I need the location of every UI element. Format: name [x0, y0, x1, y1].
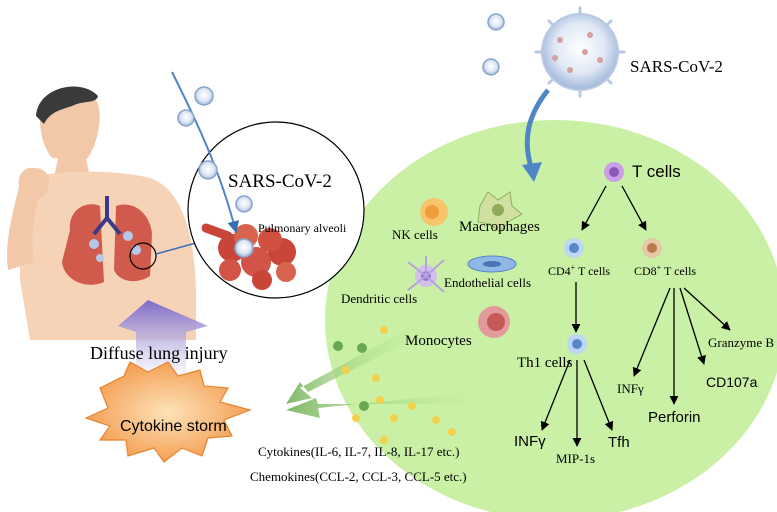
cd4-cell-icon	[564, 238, 584, 258]
th1-output-infg: INFγ	[514, 433, 546, 450]
cd8-output-granzyme: Granzyme B	[708, 335, 775, 350]
th1-cells-label: Th1 cells	[517, 355, 573, 371]
cd8-output-perforin: Perforin	[648, 409, 701, 426]
virus-label: SARS-CoV-2	[630, 57, 723, 76]
cd8-label: CD8+ T cells	[634, 263, 697, 278]
nk-cells-label: NK cells	[392, 227, 438, 242]
macrophages-label: Macrophages	[459, 219, 540, 235]
nk-cell-icon	[420, 198, 448, 226]
cd8-text: CD8	[634, 264, 657, 278]
th1-cell-icon	[567, 334, 587, 354]
chemokines-label: Chemokines(CCL-2, CCL-3, CCL-5 etc.)	[250, 469, 467, 484]
cd4-tail: T cells	[575, 264, 611, 278]
lungs-icon	[62, 196, 157, 285]
monocyte-icon	[478, 306, 510, 338]
dendritic-cell-icon	[407, 256, 445, 293]
t-cells-label: T cells	[632, 162, 681, 181]
alveoli-icon	[201, 223, 296, 290]
monocytes-label: Monocytes	[405, 333, 472, 349]
cd4-sup: +	[570, 263, 576, 272]
th1-output-tfh: Tfh	[608, 434, 630, 451]
cd8-output-cd107a: CD107a	[706, 374, 758, 390]
t-cell-arrows	[540, 185, 731, 447]
alveoli-virus-label: SARS-CoV-2	[228, 171, 332, 192]
large-virus-icon	[534, 6, 626, 98]
cd8-output-infg: INFγ	[617, 381, 644, 396]
virus-entry-arrow	[524, 88, 550, 171]
inhalation-arrow	[171, 71, 240, 234]
alveoli-zoom-circle	[187, 121, 365, 299]
human-figure	[7, 86, 196, 340]
endothelial-cell-icon	[467, 255, 517, 273]
cd4-label: CD4+ T cells	[548, 263, 611, 278]
t-cell-icon	[604, 162, 624, 182]
virus-particle-icon	[177, 86, 253, 213]
small-virus-icon	[482, 13, 505, 76]
cytokines-label: Cytokines(IL-6, IL-7, IL-8, IL-17 etc.)	[258, 444, 460, 459]
cd8-sup: +	[656, 263, 662, 272]
cd8-tail: T cells	[661, 264, 697, 278]
lung-injury-arrow	[118, 300, 208, 382]
green-arrow-lower	[286, 392, 480, 418]
cytokine-storm-burst	[84, 361, 252, 463]
cytokine-particles	[333, 326, 456, 444]
lung-injury-label: Diffuse lung injury	[90, 343, 228, 363]
cd4-text: CD4	[548, 264, 571, 278]
macrophage-icon	[477, 191, 523, 233]
th1-output-mip: MIP-1s	[556, 451, 596, 466]
alveoli-label: Pulmonary alveoli	[258, 221, 347, 235]
endothelial-cells-label: Endothelial cells	[444, 275, 532, 290]
cytokine-storm-label: Cytokine storm	[120, 418, 227, 435]
cd8-cell-icon	[642, 238, 662, 258]
dendritic-cells-label: Dendritic cells	[341, 291, 418, 306]
green-arrow-upper	[286, 322, 420, 404]
